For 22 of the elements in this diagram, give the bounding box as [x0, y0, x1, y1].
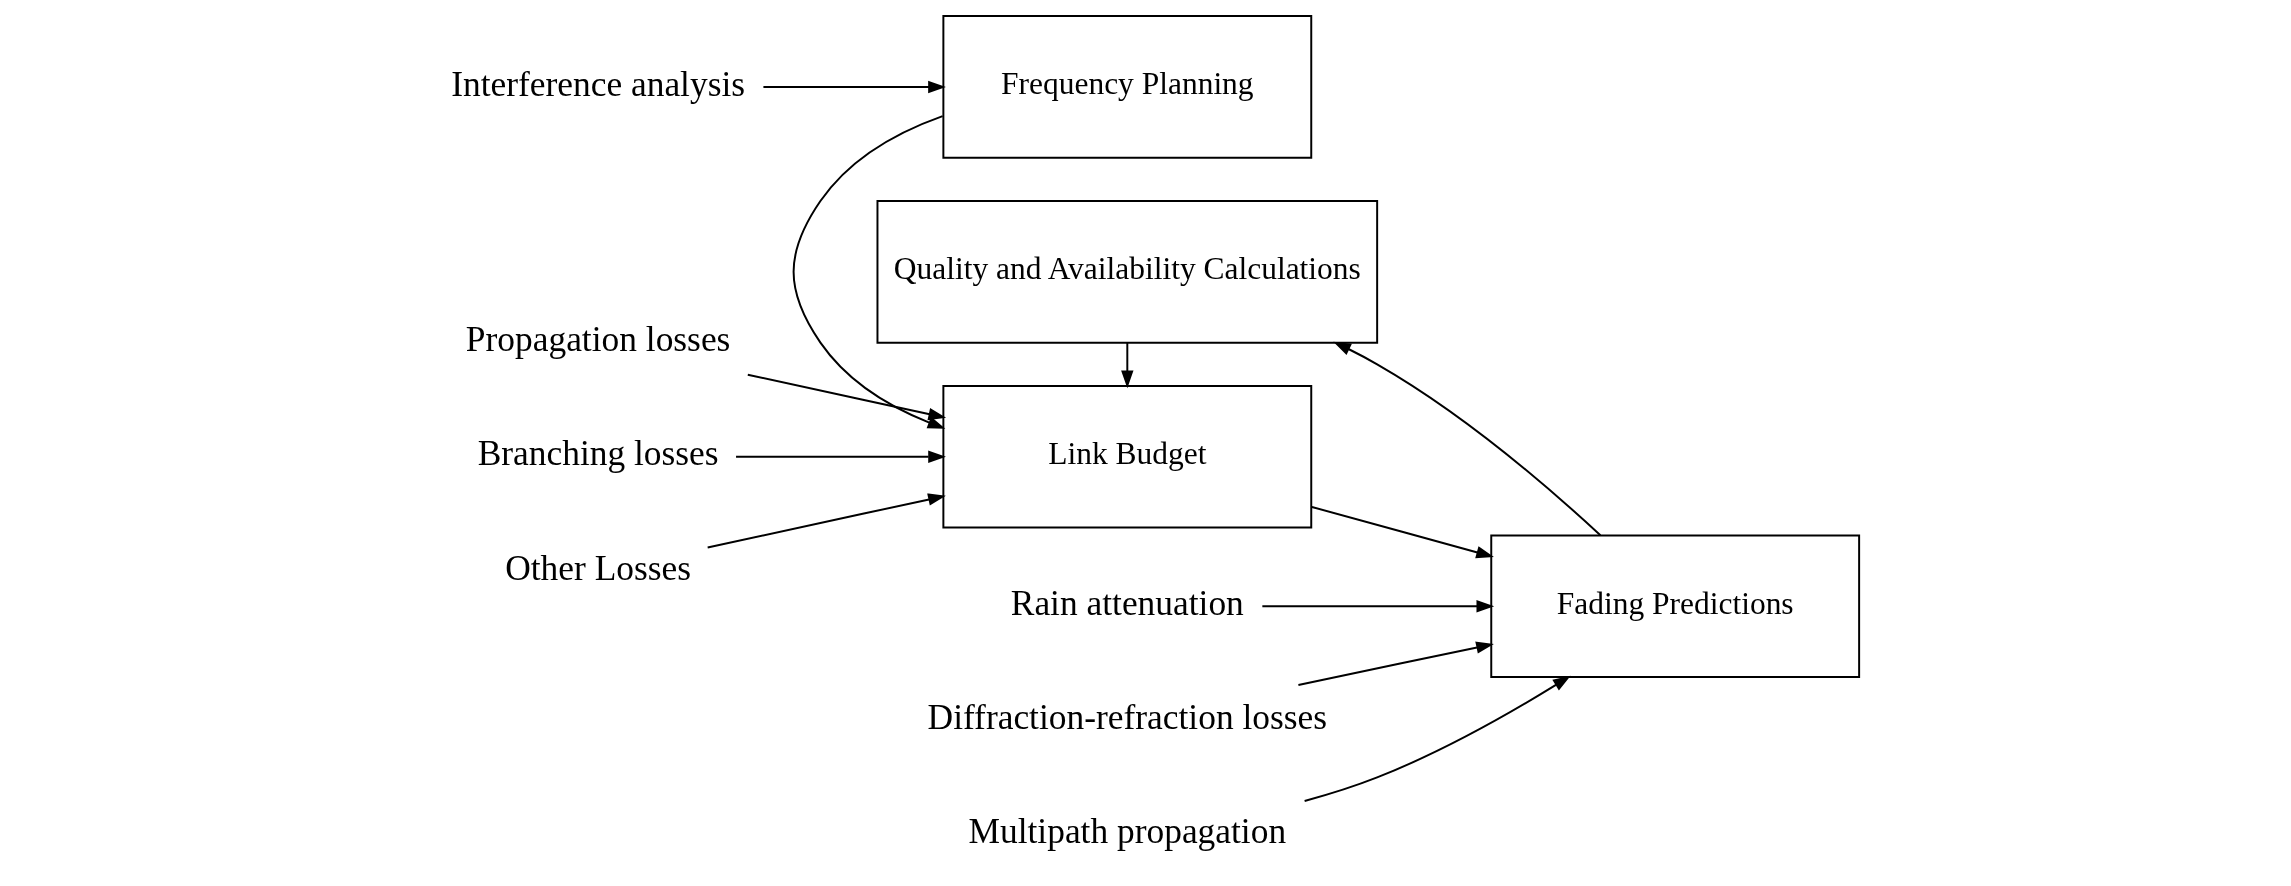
arrow [706, 493, 946, 549]
node-text: Propagation losses [465, 319, 730, 360]
arrow [1120, 341, 1133, 389]
arrow [1303, 675, 1571, 802]
node-box: Quality and Availability Calculations [876, 200, 1378, 344]
arrow [1310, 506, 1494, 559]
node-text: Other Losses [504, 547, 691, 588]
node-text: Multipath propagation [968, 811, 1286, 852]
arrow [734, 450, 946, 463]
arrow [761, 80, 946, 94]
node-box: Fading Predictions [1489, 534, 1860, 679]
node-text: Branching losses [477, 433, 719, 474]
node-text: Diffraction-refraction losses [927, 697, 1327, 738]
arrow [746, 373, 946, 421]
node-box: Link Budget [941, 384, 1312, 529]
arrow [792, 115, 945, 429]
arrow [1296, 641, 1494, 686]
node-text: Interference analysis [450, 63, 745, 104]
node-box: Frequency Planning [941, 15, 1312, 159]
node-text: Rain attenuation [1010, 582, 1244, 623]
arrow [1260, 600, 1494, 613]
arrow [1332, 341, 1601, 537]
